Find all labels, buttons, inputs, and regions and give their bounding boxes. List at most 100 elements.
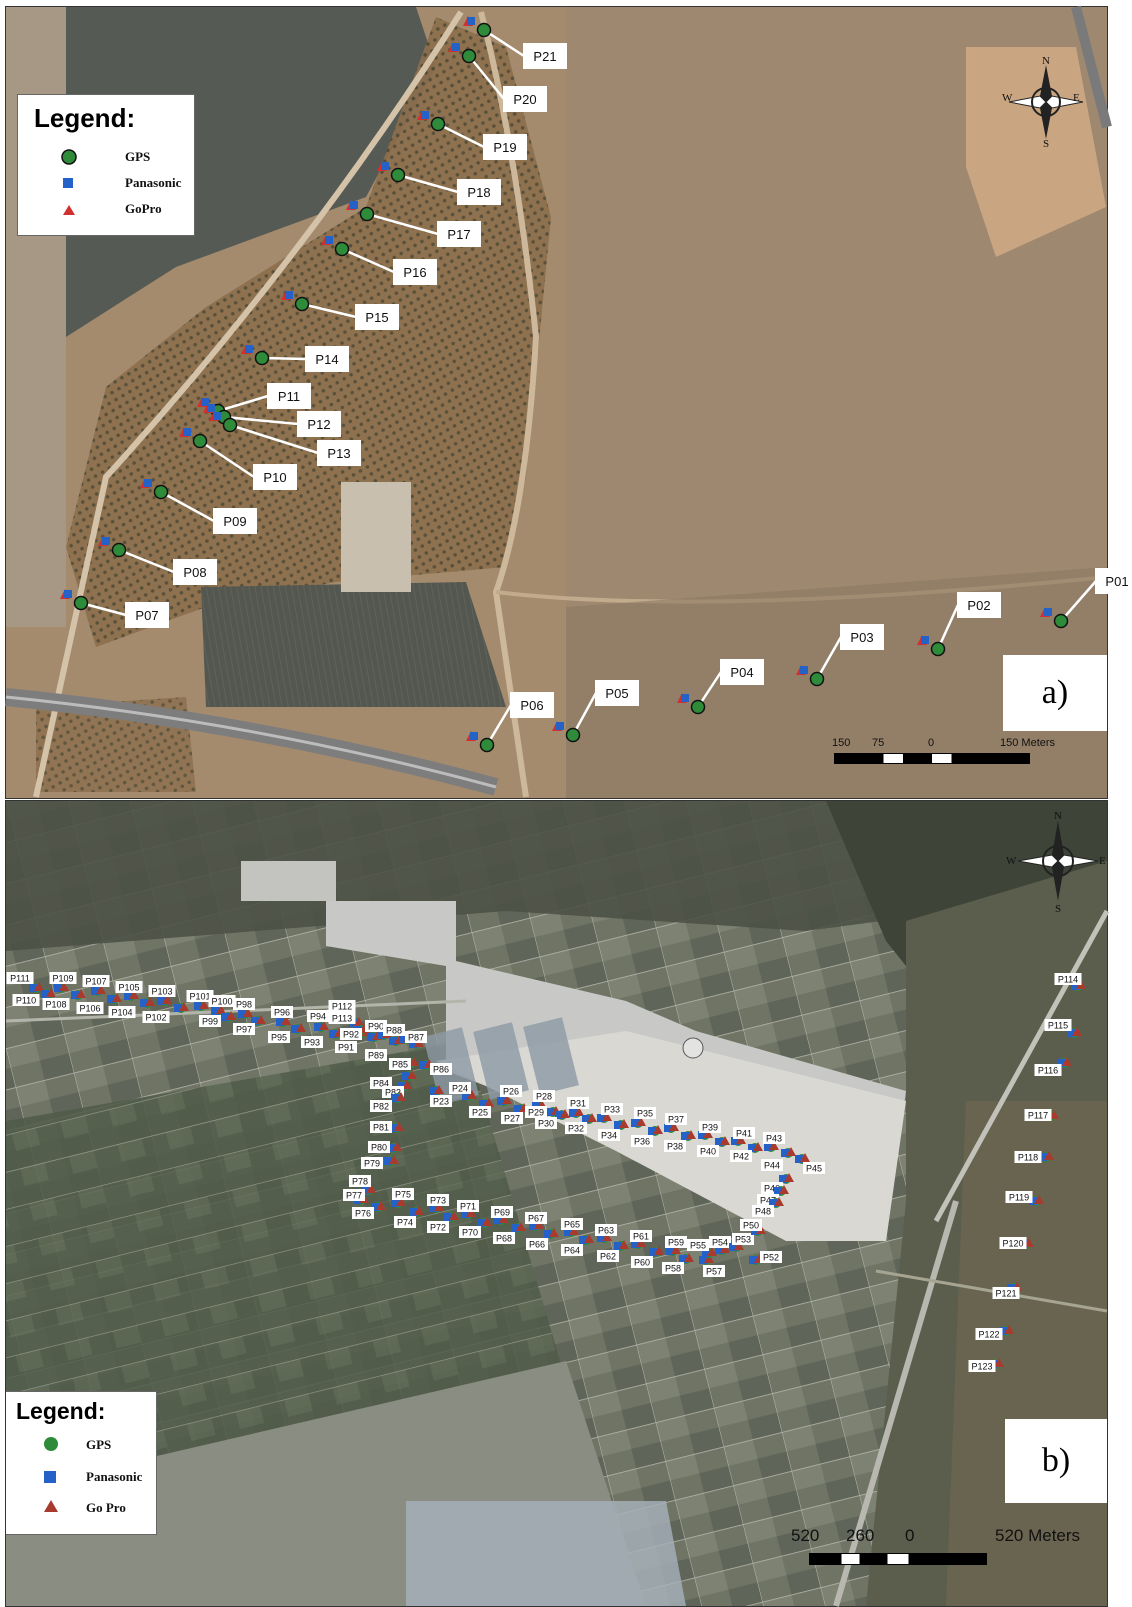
point-label-box <box>186 990 214 1002</box>
point-label-box <box>533 1090 555 1102</box>
survey-point-p38: P38 <box>664 1130 696 1152</box>
point-label-box <box>393 259 437 285</box>
survey-point-p114: P114 <box>1054 973 1086 991</box>
gopro-marker-icon <box>145 997 155 1006</box>
survey-point-p64: P64 <box>561 1234 594 1256</box>
point-label: P69 <box>494 1208 510 1218</box>
panasonic-marker-icon <box>452 43 460 51</box>
panasonic-marker-icon <box>429 1087 437 1095</box>
gopro-marker-icon <box>281 1016 291 1025</box>
point-label-box <box>365 1049 387 1061</box>
compass-s: S <box>1055 903 1061 915</box>
survey-point-p53: P53 <box>729 1233 754 1252</box>
compass-w: W <box>1002 92 1013 104</box>
point-label-box <box>510 692 554 718</box>
gopro-marker-icon <box>734 1241 744 1250</box>
gopro-marker-icon <box>392 1142 402 1151</box>
gps-marker-icon <box>153 484 169 500</box>
survey-point-p72: P72 <box>427 1211 459 1233</box>
survey-point-p24: P24 <box>449 1082 477 1101</box>
panasonic-marker-icon <box>102 537 110 545</box>
panasonic-marker-icon <box>409 1040 417 1048</box>
point-label: P28 <box>536 1092 552 1102</box>
survey-point-p27: P27 <box>501 1103 529 1124</box>
gopro-marker-icon <box>774 1197 784 1206</box>
point-label: P94 <box>310 1012 326 1022</box>
scale-bar-b: 520 260 0 520 Meters <box>791 1526 1107 1566</box>
survey-point-p117: P117 <box>1024 1109 1059 1121</box>
gopro-marker-icon <box>769 1141 779 1150</box>
point-label-box <box>307 1010 329 1022</box>
point-label-box <box>1024 1109 1052 1121</box>
gopro-marker-icon <box>389 1155 399 1164</box>
point-label-box <box>730 1150 752 1162</box>
survey-point-p74: P74 <box>394 1206 424 1228</box>
panasonic-marker-icon <box>715 1246 723 1254</box>
survey-point-p106: P106 <box>76 993 122 1014</box>
scale-bar-a: 150 75 0 150 Meters <box>832 737 1072 767</box>
panasonic-marker-icon <box>213 412 221 420</box>
point-label-box <box>595 1224 617 1236</box>
point-label-box <box>503 86 547 112</box>
panasonic-marker-icon <box>614 1121 622 1129</box>
compass-e: E <box>1099 855 1106 867</box>
point-label-box <box>267 383 311 409</box>
gopro-symbol-icon <box>63 205 75 215</box>
panasonic-symbol-icon <box>63 178 73 188</box>
point-label: P45 <box>806 1164 822 1174</box>
survey-point-p98: P98 <box>233 998 255 1019</box>
panasonic-marker-icon <box>774 1187 782 1195</box>
panasonic-marker-icon <box>556 722 564 730</box>
point-label: P119 <box>1009 1193 1029 1203</box>
scale-label-1: 260 <box>846 1526 875 1545</box>
panasonic-marker-icon <box>702 1249 710 1257</box>
survey-point-p45: P45 <box>795 1153 825 1174</box>
survey-point-p75: P75 <box>391 1188 414 1208</box>
point-label: P122 <box>978 1330 999 1340</box>
panasonic-marker-icon <box>194 1002 202 1010</box>
panasonic-marker-icon <box>285 291 293 299</box>
panasonic-marker-icon <box>579 1236 587 1244</box>
gopro-marker-icon <box>653 1125 663 1134</box>
gopro-marker-icon <box>560 1109 570 1118</box>
gopro-marker-icon <box>409 1057 419 1066</box>
gopro-marker-icon <box>366 1184 376 1193</box>
compass-rose-icon-b: N S E W <box>1006 810 1106 915</box>
point-label: P105 <box>118 983 139 993</box>
point-label-box <box>394 1216 416 1228</box>
gopro-marker-icon <box>1004 1325 1014 1334</box>
point-label-box <box>349 1175 371 1187</box>
point-label-box <box>1044 1019 1072 1031</box>
point-label-box <box>601 1103 623 1115</box>
point-label-box <box>233 998 255 1010</box>
point-label-box <box>763 1132 785 1144</box>
survey-point-p77: P77 <box>343 1189 369 1205</box>
gopro-marker-icon <box>414 1206 424 1215</box>
panasonic-marker-icon <box>546 1108 554 1116</box>
point-label: P92 <box>343 1030 359 1040</box>
survey-point-p13: P13 <box>209 411 361 466</box>
point-label: P19 <box>493 140 516 155</box>
panasonic-marker-icon <box>409 1208 417 1216</box>
panasonic-marker-icon <box>350 201 358 209</box>
point-label-box <box>427 1194 449 1206</box>
point-label-box <box>459 1226 481 1238</box>
survey-point-p16: P16 <box>321 235 437 285</box>
survey-point-p85: P85 <box>389 1057 419 1070</box>
survey-point-p92: P92 <box>340 1024 369 1040</box>
point-label-box <box>49 972 77 984</box>
point-label: P85 <box>392 1060 408 1070</box>
panasonic-marker-icon <box>1071 982 1079 990</box>
point-label-box <box>335 1041 357 1053</box>
point-label: P02 <box>967 598 990 613</box>
gopro-marker-icon <box>407 1070 417 1079</box>
point-label: P03 <box>850 630 873 645</box>
point-label: P41 <box>736 1129 752 1139</box>
survey-point-p36: P36 <box>631 1125 663 1147</box>
panasonic-marker-icon <box>1067 1029 1075 1037</box>
panasonic-marker-icon <box>183 428 191 436</box>
survey-point-p82: P82 <box>370 1092 406 1112</box>
panasonic-marker-icon <box>41 990 49 998</box>
survey-point-p40: P40 <box>697 1136 730 1157</box>
point-label-box <box>1005 1191 1033 1203</box>
